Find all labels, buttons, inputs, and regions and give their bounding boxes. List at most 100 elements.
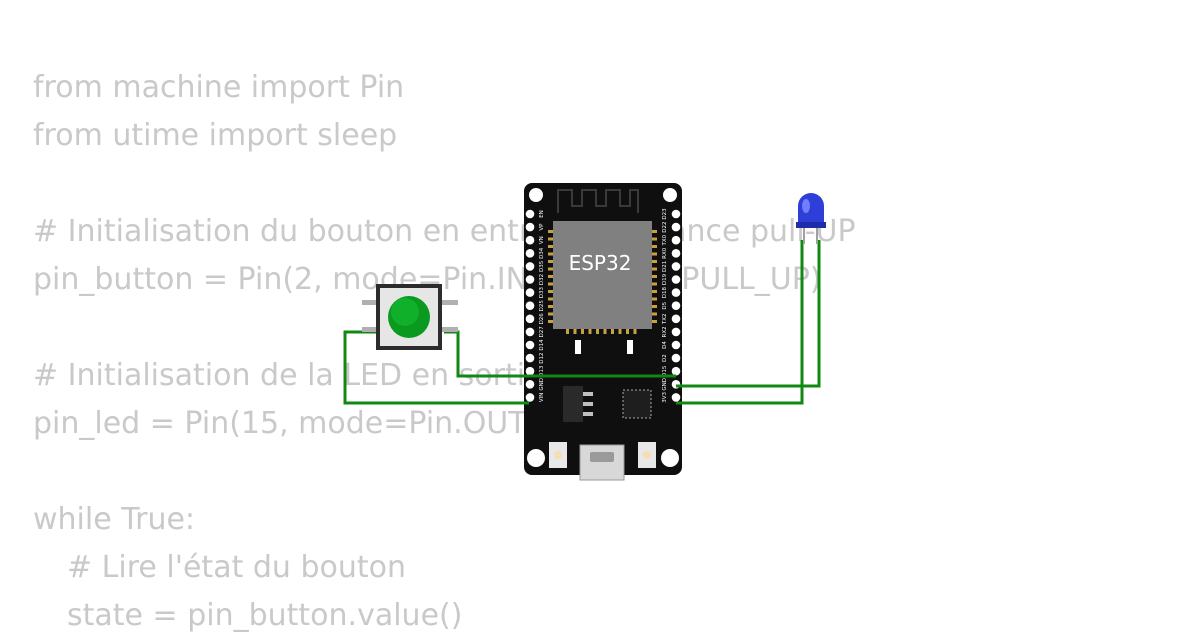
pin-d12[interactable] bbox=[525, 353, 535, 363]
esp32-board[interactable]: ESP32 ENVPVND34D35D32D33D25D26D27D14D12D… bbox=[524, 183, 682, 481]
pin-3v3[interactable] bbox=[671, 393, 681, 402]
regulator-leg bbox=[583, 402, 593, 406]
chip-pin bbox=[652, 305, 657, 308]
pin-label: TX2 bbox=[662, 313, 668, 325]
chip-pin bbox=[652, 237, 657, 241]
left-pin-header: ENVPVND34D35D32D33D25D26D27D14D12D13GNDV… bbox=[525, 209, 545, 403]
pin-d18[interactable] bbox=[671, 288, 681, 297]
pin-d15[interactable] bbox=[671, 366, 681, 376]
code-line: pin_led = Pin(15, mode=Pin.OUT) bbox=[33, 406, 539, 441]
chip-pin bbox=[652, 245, 657, 248]
chip-pin bbox=[618, 329, 622, 334]
pin-d19[interactable] bbox=[671, 275, 681, 284]
chip-pin bbox=[603, 329, 607, 334]
pin-label: D34 bbox=[539, 247, 545, 259]
chip-pin bbox=[652, 312, 657, 316]
chip-pad bbox=[575, 340, 581, 354]
button-leg bbox=[442, 300, 458, 305]
pin-vin[interactable] bbox=[525, 393, 535, 402]
pin-rx0[interactable] bbox=[671, 249, 681, 258]
chip-pin bbox=[548, 297, 553, 301]
right-pin-header: D23D22TX0RX0D21D19D18D5TX2RX2D4D2D15GND3… bbox=[662, 208, 681, 403]
button-leg bbox=[362, 300, 378, 305]
pin-rx2[interactable] bbox=[671, 327, 681, 337]
chip-pin bbox=[548, 282, 553, 286]
chip-pin bbox=[652, 282, 657, 286]
mount-hole bbox=[529, 188, 543, 202]
pin-label: GND bbox=[662, 378, 668, 391]
chip-pin bbox=[588, 329, 592, 334]
mount-hole bbox=[527, 449, 545, 467]
pin-tx0[interactable] bbox=[671, 235, 681, 245]
pin-gnd[interactable] bbox=[525, 380, 535, 389]
chip-pin bbox=[611, 329, 614, 334]
pin-d5[interactable] bbox=[671, 301, 681, 311]
pin-label: D13 bbox=[539, 365, 545, 377]
pin-label: D4 bbox=[662, 341, 668, 349]
button-leg bbox=[442, 327, 458, 332]
chip-pin bbox=[548, 275, 553, 278]
chip-pin bbox=[652, 290, 657, 293]
pin-en[interactable] bbox=[525, 209, 535, 219]
pin-label: D19 bbox=[662, 273, 668, 285]
pin-d35[interactable] bbox=[525, 262, 535, 271]
chip-pin bbox=[652, 297, 657, 301]
pin-label: D26 bbox=[539, 313, 545, 325]
boot-button-cap bbox=[554, 451, 562, 459]
wire-led-d15 bbox=[676, 240, 821, 388]
pushbutton-icon[interactable] bbox=[362, 284, 458, 350]
chip-label: ESP32 bbox=[569, 251, 632, 275]
pin-label: EN bbox=[539, 210, 545, 218]
code-line: while True: bbox=[33, 502, 196, 537]
regulator-leg bbox=[583, 392, 593, 396]
pin-d23[interactable] bbox=[671, 209, 681, 219]
pin-label: VN bbox=[539, 236, 545, 244]
pin-d21[interactable] bbox=[671, 262, 681, 271]
pin-label: VIN bbox=[539, 393, 545, 403]
pin-label: D32 bbox=[539, 274, 545, 285]
pin-vp[interactable] bbox=[525, 222, 535, 232]
wire-button-gnd bbox=[343, 330, 529, 405]
chip-pin bbox=[633, 329, 637, 334]
chip-pad bbox=[627, 340, 633, 354]
code-line: from machine import Pin bbox=[33, 70, 405, 105]
pin-label: D18 bbox=[662, 286, 668, 298]
pin-d32[interactable] bbox=[525, 275, 535, 284]
usb-port-icon bbox=[579, 444, 625, 481]
pin-d25[interactable] bbox=[525, 301, 535, 311]
esp32-chip bbox=[553, 221, 652, 329]
chip-pin bbox=[548, 260, 553, 263]
chip-pin bbox=[581, 329, 584, 334]
chip-pin bbox=[652, 260, 657, 263]
pin-vn[interactable] bbox=[525, 235, 535, 245]
pin-label: D22 bbox=[662, 221, 668, 232]
blue-led-icon[interactable] bbox=[796, 193, 826, 244]
pin-label: D15 bbox=[662, 365, 668, 377]
chip-pin bbox=[548, 237, 553, 241]
chip-pin bbox=[548, 312, 553, 316]
pin-tx2[interactable] bbox=[671, 314, 681, 324]
pin-d2[interactable] bbox=[671, 353, 681, 363]
pin-label: VP bbox=[539, 223, 545, 231]
chip-pin bbox=[566, 329, 569, 334]
reset-button-cap bbox=[643, 451, 651, 459]
pin-d34[interactable] bbox=[525, 249, 535, 258]
pin-label: TX0 bbox=[662, 234, 668, 246]
usb-slot bbox=[590, 452, 614, 462]
pin-d14[interactable] bbox=[525, 340, 535, 350]
pin-label: 3V3 bbox=[662, 392, 668, 403]
pin-d4[interactable] bbox=[671, 340, 681, 350]
pin-label: D23 bbox=[662, 208, 668, 220]
chip-pin bbox=[548, 267, 553, 271]
wire-led-gnd bbox=[676, 240, 804, 405]
pin-d13[interactable] bbox=[525, 366, 535, 376]
chip-pin bbox=[652, 320, 657, 323]
pin-label: D14 bbox=[539, 339, 545, 351]
pin-d22[interactable] bbox=[671, 222, 681, 232]
code-line: state = pin_button.value() bbox=[67, 598, 463, 633]
chip-pin bbox=[652, 267, 657, 271]
pin-d33[interactable] bbox=[525, 288, 535, 297]
chip-pin bbox=[548, 245, 553, 248]
pin-d27[interactable] bbox=[525, 327, 535, 337]
pin-d26[interactable] bbox=[525, 314, 535, 324]
